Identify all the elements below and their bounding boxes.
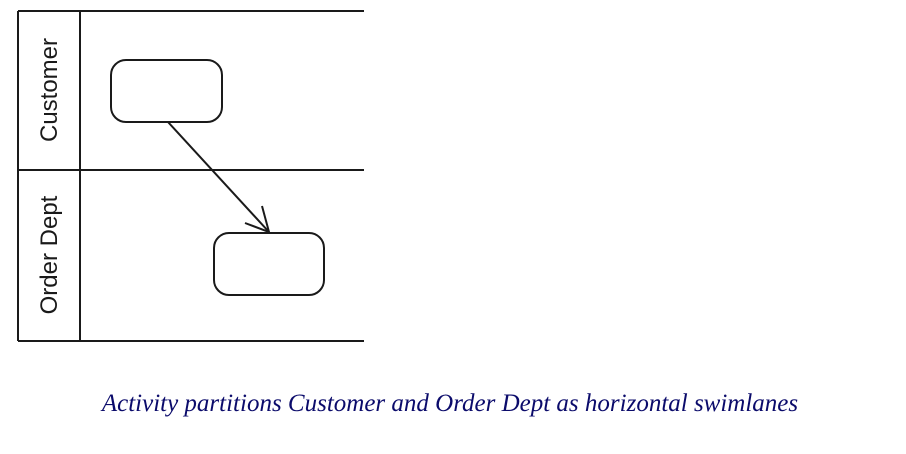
figure-caption: Activity partitions Customer and Order D… (101, 390, 799, 417)
control-flow-arrow (167, 121, 271, 234)
swimlane-frame (17, 10, 364, 342)
customer-action-node (110, 59, 223, 123)
lane-label-customer: Customer (36, 38, 63, 142)
lane-label-order-dept: Order Dept (36, 195, 63, 314)
arrowhead (244, 205, 271, 234)
control-flow-line (167, 121, 270, 233)
swimlane-diagram: Customer Order Dept (17, 10, 364, 342)
order-dept-action-node (213, 232, 325, 296)
